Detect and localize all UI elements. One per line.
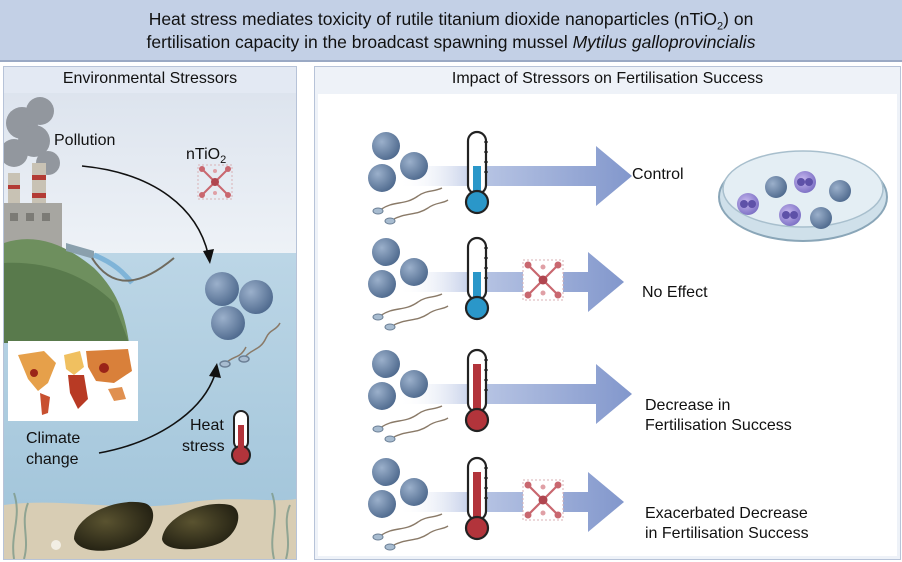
outcome-label: No Effect [642, 283, 708, 303]
treatment-row [368, 130, 632, 225]
outcome-line-1: Exacerbated Decrease [645, 505, 808, 522]
right-panel-heading: Impact of Stressors on Fertilisation Suc… [451, 70, 764, 87]
outcome-label: Control [632, 165, 684, 185]
environment-illustration [4, 93, 296, 559]
sperm-icon [219, 322, 281, 368]
progression-arrow [398, 146, 632, 206]
thermometer-hot-icon [464, 456, 490, 541]
nanoparticle-crystal-icon [522, 479, 564, 521]
outcome-line-2: in Fertilisation Success [645, 525, 809, 542]
nanoparticle-crystal-icon [522, 259, 564, 301]
climate-arrowhead [209, 363, 221, 378]
shore-line [91, 257, 175, 282]
environmental-stressors-panel: Environmental Stressors [3, 66, 297, 560]
progression-arrow [398, 364, 632, 424]
outcome-line-1: No Effect [642, 284, 708, 301]
outcome-label: Exacerbated Decrease in Fertilisation Suc… [645, 504, 809, 544]
thermometer-hot-icon [231, 410, 251, 465]
outcome-line-2: Fertilisation Success [645, 417, 792, 434]
egg-cluster-icon [368, 350, 428, 410]
treatment-row [368, 456, 624, 551]
thermometer-hot-icon [464, 348, 490, 433]
left-panel-heading: Environmental Stressors [62, 70, 238, 87]
climate-label-2: change [26, 451, 79, 468]
impact-panel: Impact of Stressors on Fertilisation Suc… [314, 66, 901, 560]
outcome-line-1: Control [632, 166, 684, 183]
petri-dish-icon [718, 150, 888, 242]
progression-arrow [398, 472, 624, 532]
zygote-icon [737, 193, 759, 215]
sperm-icon [372, 513, 449, 551]
egg-cluster-icon [368, 132, 428, 192]
title-banner: Heat stress mediates toxicity of rutile … [0, 0, 902, 62]
outflow-pipe [66, 243, 94, 259]
sperm-icon [372, 293, 449, 331]
heat-label-1: Heat [190, 417, 224, 434]
title-line-1: Heat stress mediates toxicity of rutile … [148, 9, 754, 33]
egg-cluster-icon [368, 238, 428, 298]
zygote-icon [779, 204, 801, 226]
treatment-row [368, 236, 624, 331]
pollution-arrow [81, 165, 210, 259]
sperm-icon [372, 187, 449, 225]
mussel-icon [74, 501, 239, 551]
nano-label: nTiO2 [186, 146, 227, 167]
sperm-icon [372, 405, 449, 443]
egg-cluster-icon [205, 272, 273, 340]
environment-scene: Pollution nTiO2 Climate change Heat stre… [4, 93, 296, 559]
egg-cluster-icon [368, 458, 428, 518]
nanoparticle-crystal-icon [197, 164, 233, 200]
impact-illustration [368, 130, 888, 551]
zygote-icon [794, 171, 816, 193]
world-heat-map [8, 341, 138, 421]
outcome-line-1: Decrease in [645, 397, 731, 414]
climate-arrow [98, 370, 217, 454]
pollution-arrowhead [203, 249, 214, 264]
progression-arrow [398, 252, 624, 312]
treatment-row [368, 348, 632, 443]
pollution-label: Pollution [54, 132, 116, 149]
thermometer-cold-icon [464, 236, 490, 321]
heat-label-2: stress [182, 438, 225, 455]
title-line-2: fertilisation capacity in the broadcast … [146, 32, 756, 52]
outcome-label: Decrease in Fertilisation Success [645, 396, 792, 436]
pebble [51, 540, 61, 550]
seaweed-icon [12, 492, 291, 559]
thermometer-cold-icon [464, 130, 490, 215]
hill-shadow [4, 262, 129, 343]
climate-label-1: Climate [26, 430, 81, 447]
